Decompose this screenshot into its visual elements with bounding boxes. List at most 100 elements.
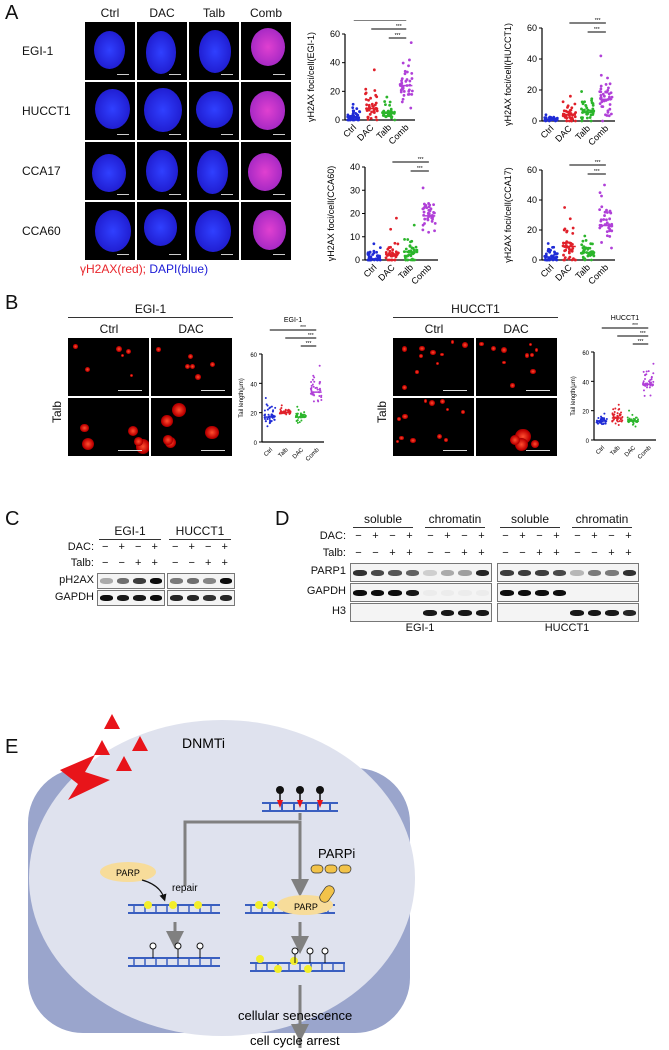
dac-sign: − (102, 541, 109, 553)
data-point (313, 394, 316, 397)
significance-label: *** (306, 341, 312, 347)
data-point (393, 118, 397, 122)
comet (446, 407, 450, 412)
data-point (563, 206, 567, 209)
data-point (303, 411, 306, 414)
data-point (414, 245, 418, 249)
data-point (628, 409, 631, 412)
y-axis-label: γH2AX foci/cell(CCA60) (326, 166, 336, 262)
band (622, 609, 636, 616)
dac-sign: + (118, 541, 125, 553)
significance-label: *** (308, 333, 314, 339)
data-point (394, 250, 398, 254)
comet (435, 361, 440, 365)
data-point (320, 396, 323, 399)
comet (72, 344, 78, 350)
data-point (266, 418, 269, 421)
lesion-dot (274, 965, 282, 973)
data-point (574, 119, 577, 123)
comet-image (476, 398, 557, 456)
data-point (604, 113, 607, 117)
data-point (570, 106, 574, 110)
fraction-label: soluble (510, 512, 550, 526)
data-point (590, 99, 593, 102)
band (570, 590, 584, 596)
significance-label: *** (632, 323, 638, 329)
data-point (598, 208, 602, 212)
chart-title: HUCCT1 (611, 315, 639, 322)
data-point (355, 112, 359, 116)
data-point (565, 230, 569, 234)
data-point (600, 205, 604, 209)
data-point (585, 106, 589, 110)
comet (478, 341, 484, 347)
dac-sign: − (461, 530, 468, 542)
data-point (612, 408, 615, 411)
nucleus (195, 210, 231, 252)
data-point (374, 93, 378, 97)
data-point (268, 417, 271, 420)
band (552, 589, 566, 596)
data-point (619, 418, 622, 421)
y-tick-label: 0 (586, 439, 590, 445)
lesion-dot (255, 901, 263, 909)
dnmti-triangle (104, 714, 120, 729)
talb-sign: + (389, 547, 396, 559)
data-point (310, 388, 313, 391)
data-point (566, 110, 569, 114)
pathway-arrows (166, 813, 309, 1042)
data-point (318, 395, 321, 398)
data-point (365, 103, 369, 107)
nucleus (95, 88, 130, 129)
y-tick-label: 40 (350, 162, 360, 172)
data-point (371, 253, 375, 256)
comet-image (393, 398, 474, 456)
scale-bar (169, 74, 181, 75)
comet (171, 402, 187, 418)
dac-sign: + (591, 530, 598, 542)
dac-sign: − (355, 530, 362, 542)
data-point (367, 98, 370, 102)
data-point (407, 92, 411, 96)
comet (402, 413, 408, 419)
microscopy-image (85, 202, 135, 260)
y-axis-label: Tail length(μm) (571, 376, 577, 415)
data-point (568, 217, 572, 221)
y-tick-label: 0 (355, 255, 360, 265)
band (133, 595, 146, 601)
y-tick-label: 0 (532, 116, 537, 126)
data-point (296, 405, 299, 408)
data-point (364, 98, 368, 101)
data-point (400, 77, 404, 81)
scale-bar (273, 74, 285, 75)
dnmti-label: DNMTi (182, 735, 225, 751)
fraction-label: chromatin (575, 512, 629, 526)
data-point (589, 119, 593, 123)
lesion-dot (169, 901, 177, 909)
data-point (432, 203, 435, 206)
data-point (566, 105, 569, 109)
scale-bar (273, 254, 285, 255)
significance-label: *** (638, 339, 644, 345)
data-point (601, 119, 604, 123)
data-point (605, 234, 609, 238)
repair-label: repair (172, 883, 198, 894)
data-point (310, 380, 313, 383)
dac-sign: + (519, 530, 526, 542)
comet (439, 399, 445, 405)
data-point (606, 110, 610, 114)
band (458, 609, 472, 616)
nucleus (198, 30, 231, 73)
data-point (428, 209, 432, 213)
parp-label: PARP (116, 868, 140, 878)
repair-arrow (141, 879, 167, 902)
scale-bar (443, 450, 467, 451)
data-point (562, 241, 565, 245)
x-tick-label: DAC (292, 447, 306, 461)
band (500, 589, 514, 596)
data-point (563, 258, 567, 262)
data-point (371, 104, 374, 108)
chart-title: EGI-1 (284, 317, 302, 324)
column-header: DAC (178, 322, 204, 336)
